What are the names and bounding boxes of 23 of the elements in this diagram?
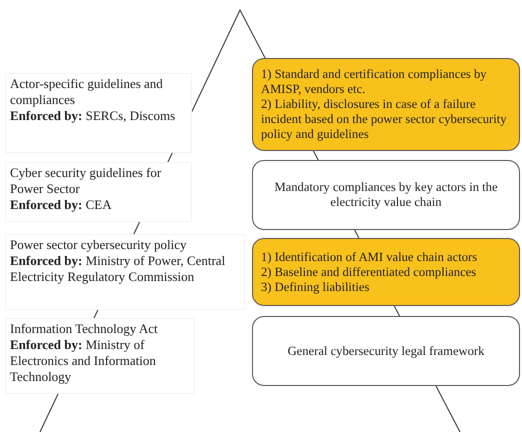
level-text: 1) Identification of AMI value chain actors — [261, 250, 478, 264]
layer-title: Actor-specific guidelines and compliances — [10, 76, 164, 108]
level-text: 3) Defining liabilities — [261, 280, 370, 294]
level-text: 2) Baseline and differentiated compliances — [261, 264, 478, 280]
level-box — [252, 238, 520, 306]
text-panel — [5, 318, 195, 394]
text-panel — [5, 73, 192, 153]
level-text: 2) Liability, disclosures in case of a failure incident based on the power sector cybersecurity policy and guidelines — [261, 97, 508, 142]
level-box — [252, 316, 520, 386]
text-panel — [5, 234, 245, 310]
text-panel — [5, 162, 192, 222]
level-text: General cybersecurity legal framework — [286, 344, 486, 358]
level-box — [252, 58, 520, 151]
layer-title: Power sector cybersecurity policy — [10, 237, 188, 253]
layer-title: Cyber security guidelines for Power Sector — [10, 165, 162, 197]
enforcement-text: Enforced by: SERCs, Discoms — [10, 108, 176, 124]
level-text: Mandatory compliances by key actors in the electricity value chain — [273, 180, 499, 210]
level-text: 1) Standard and certification compliances by AMISP, vendors etc. — [261, 67, 488, 97]
enforcement-text: Enforced by: Ministry of Power, Central Electricity Regulatory Commission — [10, 253, 226, 285]
level-box — [252, 160, 520, 230]
enforcement-text: Enforced by: CEA — [10, 197, 113, 213]
enforcement-text: Enforced by: Ministry of Electronics and Information Technology — [10, 337, 157, 385]
layer-title: Information Technology Act — [10, 321, 159, 337]
